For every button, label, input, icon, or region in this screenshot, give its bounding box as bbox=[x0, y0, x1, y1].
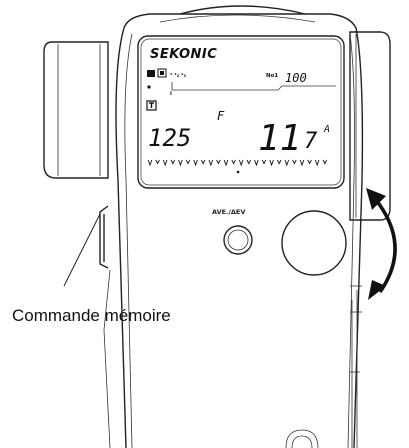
scale-tick bbox=[299, 159, 305, 167]
lcd-aperture-value: 11 bbox=[258, 118, 301, 159]
lcd-top-right-small: No1 bbox=[266, 73, 278, 79]
flash-sync-icon bbox=[157, 68, 167, 78]
scale-tick bbox=[155, 159, 160, 165]
scale-tick bbox=[208, 159, 214, 167]
scale-tick bbox=[178, 159, 183, 167]
scale-tick bbox=[162, 159, 168, 167]
dial-wheel[interactable] bbox=[281, 210, 347, 276]
meter-body bbox=[115, 13, 364, 448]
mode-icon-block bbox=[147, 70, 155, 77]
scale-tick bbox=[147, 159, 153, 167]
brand-logo: SEKONIC bbox=[150, 47, 217, 62]
small-indicator: i bbox=[170, 91, 172, 97]
memory-control-caption: Commande mémoire bbox=[12, 306, 171, 325]
rotation-wheel bbox=[281, 210, 347, 276]
scale-tick bbox=[185, 159, 191, 165]
lcd-shutter-value: 125 bbox=[148, 124, 191, 152]
scale-tick bbox=[269, 159, 274, 167]
scale-tick bbox=[284, 159, 290, 167]
scale-tick bbox=[238, 159, 244, 167]
scale-tick bbox=[322, 159, 328, 165]
double-headed-curved-arrow-icon bbox=[366, 188, 397, 300]
ave-button-group: AVE./ΔEV bbox=[212, 208, 253, 255]
lcd-suffix: A bbox=[323, 124, 330, 135]
ave-button[interactable] bbox=[223, 225, 253, 255]
scale-tick bbox=[261, 159, 267, 165]
analog-scale bbox=[147, 159, 328, 167]
scale-pointer bbox=[236, 170, 240, 174]
ave-button-label: AVE./ΔEV bbox=[212, 208, 245, 216]
meter-top-cap bbox=[159, 5, 316, 23]
t-indicator-icon bbox=[146, 100, 157, 111]
scale-tick bbox=[292, 159, 297, 165]
scale-tick bbox=[276, 159, 282, 165]
scale-tick bbox=[216, 159, 221, 165]
scale-tick bbox=[314, 159, 320, 167]
lcd-f-letter: F bbox=[217, 109, 225, 123]
lcd-top-right-value: 100 bbox=[285, 71, 307, 85]
memory-lever bbox=[99, 205, 111, 448]
scale-tick bbox=[200, 159, 206, 165]
scale-tick bbox=[223, 159, 229, 167]
right-side-dial bbox=[349, 31, 391, 221]
callout-leader-line bbox=[63, 213, 101, 287]
scale-tick bbox=[193, 159, 198, 167]
scale-tick bbox=[246, 159, 252, 165]
scale-tick bbox=[307, 159, 312, 165]
scale-tick bbox=[231, 159, 236, 165]
scale-tick bbox=[254, 159, 259, 167]
left-side-knob bbox=[43, 41, 109, 179]
scale-tick bbox=[170, 159, 176, 165]
lcd-display: SEKONIC ¹ ¹₂ ¹₃ No1 100 i F 125 11 7 A bbox=[137, 35, 345, 189]
lcd-aperture-tenths: 7 bbox=[304, 129, 318, 154]
mode-icons: ¹ ¹₂ ¹₃ bbox=[170, 72, 186, 79]
